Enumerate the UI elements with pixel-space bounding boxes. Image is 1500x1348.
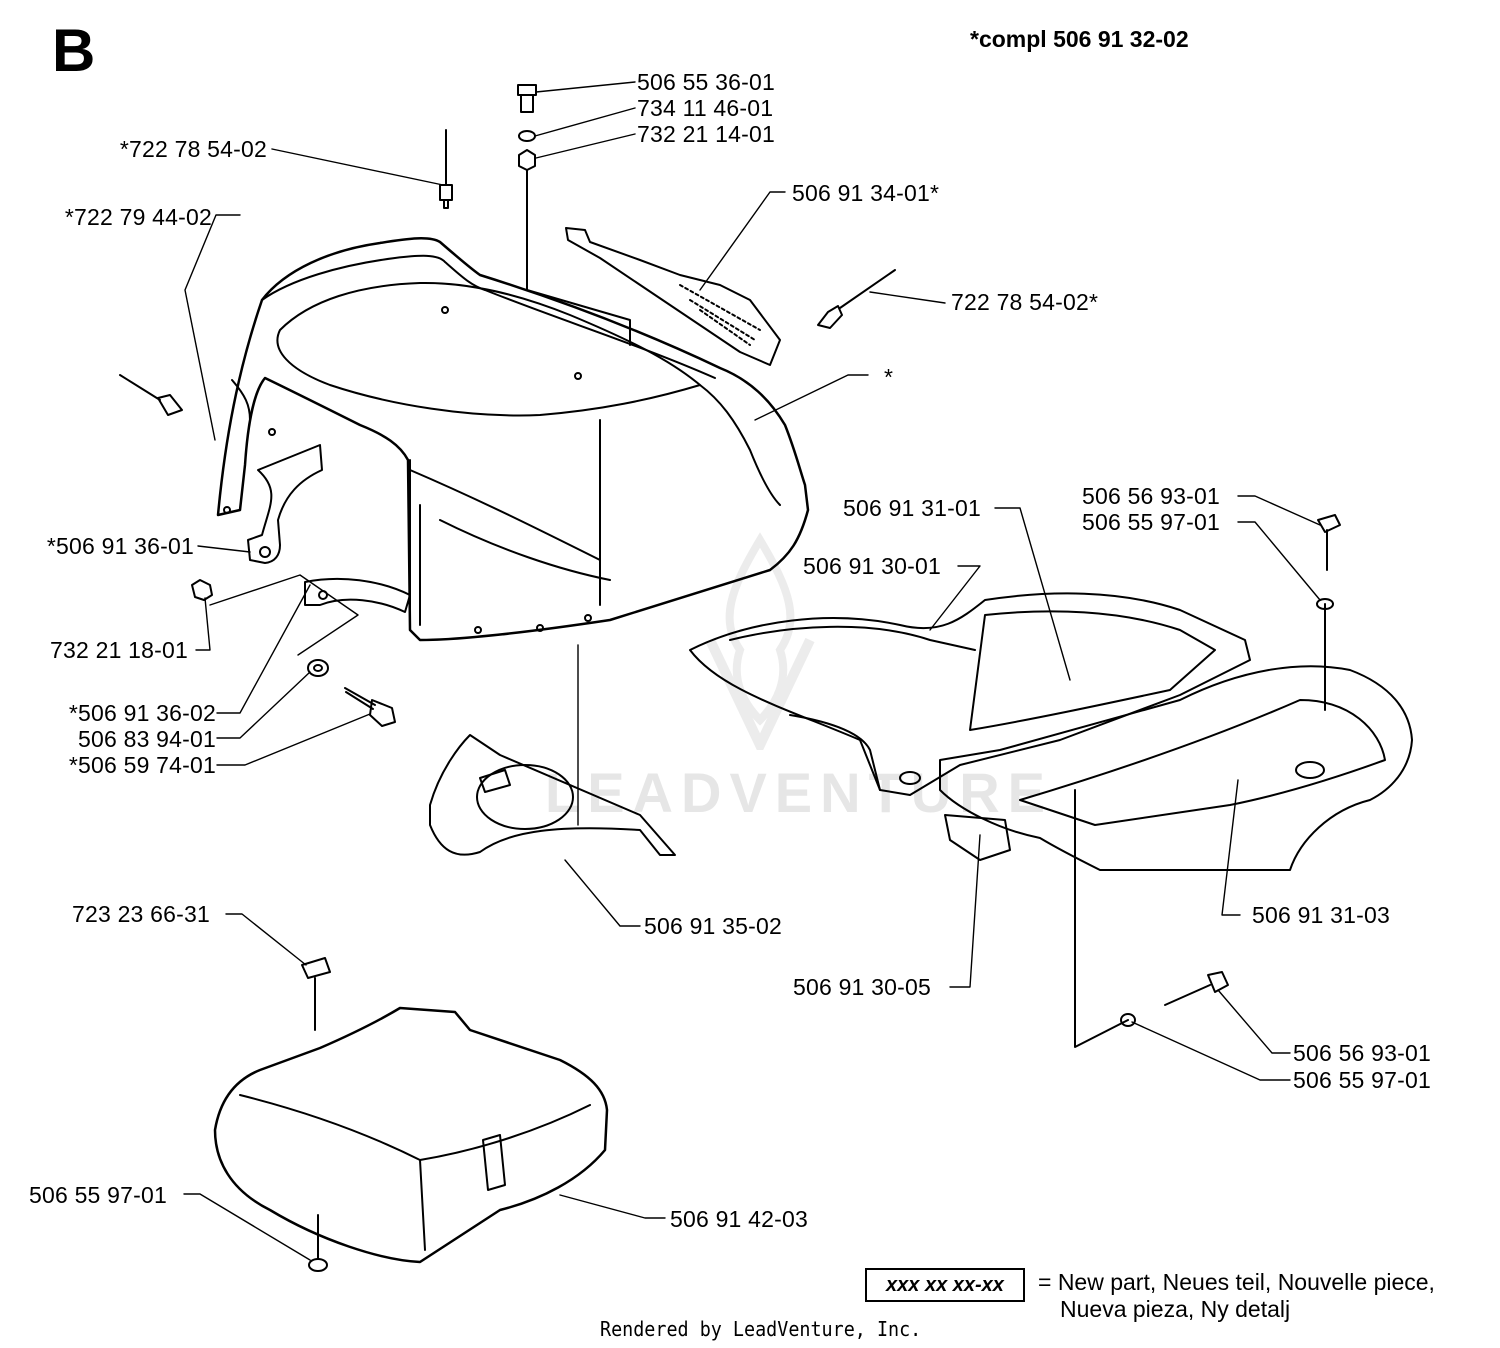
screw-506-56-93-01-bottom-part: [1164, 971, 1229, 1006]
washer-506-55-97-01-left-part: [308, 1258, 328, 1272]
screw-506-56-93-01-top-part: [1317, 514, 1341, 571]
part-label-723-23-66-31[interactable]: 723 23 66-31: [72, 901, 210, 927]
leadventure-watermark-text: LEADVENTURE: [545, 761, 1054, 824]
leader-lines: [183, 81, 1321, 1261]
cover-506-91-42-03-part: [213, 1006, 609, 1264]
washer-506-55-97-01-bottom-part: [1120, 1013, 1136, 1027]
part-label-506-59-74-01[interactable]: *506 59 74-01: [68, 752, 216, 778]
screw-506-59-74-01-part: [344, 687, 396, 727]
rivet-722-78-54-02-right-part: [817, 269, 896, 329]
nut-732-21-18-01-part: [191, 579, 213, 601]
rivet-722-78-54-02-top-part: [439, 129, 453, 209]
part-label-506-91-34-01[interactable]: 506 91 34-01*: [792, 180, 940, 206]
legend-line-2: Nueva pieza, Ny detalj: [1060, 1296, 1291, 1322]
legend-line-1: = New part, Neues teil, Nouvelle piece,: [1038, 1269, 1435, 1295]
part-label-506-56-93-01-top[interactable]: 506 56 93-01: [1082, 483, 1220, 509]
part-label-506-55-36-01[interactable]: 506 55 36-01: [637, 69, 775, 95]
part-label-506-91-31-03[interactable]: 506 91 31-03: [1252, 902, 1390, 928]
grille-506-91-34-01-part: [565, 227, 781, 366]
part-label-506-55-97-01-left[interactable]: 506 55 97-01: [29, 1182, 167, 1208]
part-label-506-91-30-05[interactable]: 506 91 30-05: [793, 974, 931, 1000]
part-label-506-83-94-01[interactable]: 506 83 94-01: [78, 726, 216, 752]
part-label-hood-star[interactable]: *: [884, 364, 894, 390]
screw-723-23-66-31-part: [301, 957, 331, 1031]
seat-pan-506-91-30-01-part: [689, 592, 1251, 796]
seat-side-506-91-31-03-part: [939, 665, 1413, 871]
part-label-732-21-14-01[interactable]: 732 21 14-01: [637, 121, 775, 147]
part-label-506-56-93-01-bottom[interactable]: 506 56 93-01: [1293, 1040, 1431, 1066]
washer-734-11-46-01-part: [518, 130, 536, 142]
part-label-732-21-18-01[interactable]: 732 21 18-01: [50, 637, 188, 663]
bracket-506-91-36-01-part: [247, 444, 323, 564]
rivet-722-79-44-02-part: [119, 374, 183, 416]
part-label-506-91-30-01[interactable]: 506 91 30-01: [803, 553, 941, 579]
part-label-722-79-44-02[interactable]: *722 79 44-02: [64, 204, 212, 230]
part-label-734-11-46-01[interactable]: 734 11 46-01: [637, 95, 774, 121]
rendered-by-footer: Rendered by LeadVenture, Inc.: [600, 1317, 922, 1341]
bolt-506-55-36-01-part: [517, 84, 537, 113]
shroud-506-91-35-02-part: [429, 734, 676, 856]
bracket-506-91-36-02-part: [304, 577, 411, 613]
washer-506-83-94-01-part: [307, 659, 329, 677]
part-label-506-91-36-02[interactable]: *506 91 36-02: [68, 700, 216, 726]
leadventure-watermark-logo-icon: [705, 532, 815, 750]
part-label-506-91-31-01[interactable]: 506 91 31-01: [843, 495, 981, 521]
complete-assembly-note: *compl 506 91 32-02: [970, 26, 1189, 52]
nut-732-21-14-01-part: [518, 149, 536, 171]
part-label-506-91-36-01[interactable]: *506 91 36-01: [46, 533, 194, 559]
part-label-506-55-97-01-top[interactable]: 506 55 97-01: [1082, 509, 1220, 535]
part-label-722-78-54-02-left[interactable]: *722 78 54-02: [119, 136, 267, 162]
part-label-506-91-35-02[interactable]: 506 91 35-02: [644, 913, 782, 939]
new-part-legend-text: = New part, Neues teil, Nouvelle piece, …: [1038, 1269, 1435, 1323]
part-label-506-91-42-03[interactable]: 506 91 42-03: [670, 1206, 808, 1232]
bracket-506-91-30-05-part: [944, 814, 1011, 861]
section-letter: B: [52, 17, 96, 84]
part-label-722-78-54-02-right[interactable]: 722 78 54-02*: [951, 289, 1099, 315]
hood-cover-part: [216, 237, 810, 642]
part-label-506-55-97-01-bottom[interactable]: 506 55 97-01: [1293, 1067, 1431, 1093]
new-part-legend-box: xxx xx xx-xx: [865, 1268, 1025, 1302]
